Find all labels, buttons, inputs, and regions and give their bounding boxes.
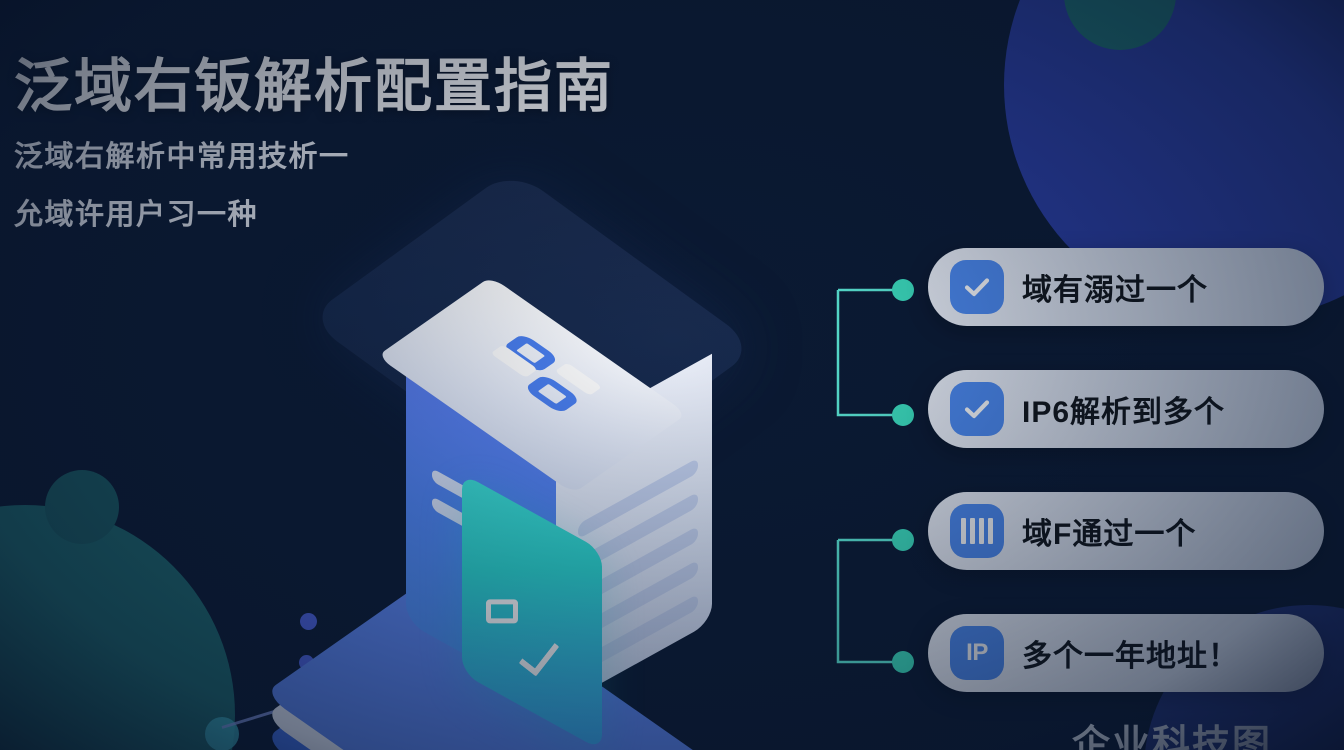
check-icon — [950, 382, 1004, 436]
check-mark-icon — [518, 633, 560, 677]
feature-card-2[interactable]: IP6解析到多个 — [928, 370, 1324, 448]
feature-card-list: 域有溺过一个 IP6解析到多个 域F通过一个 IP 多个一年地址！ — [928, 248, 1324, 692]
server-illustration — [263, 168, 900, 750]
ip-icon: IP — [950, 626, 1004, 680]
feature-card-4[interactable]: IP 多个一年地址！ — [928, 614, 1324, 692]
bars-icon — [950, 504, 1004, 558]
feature-card-1[interactable]: 域有溺过一个 — [928, 248, 1324, 326]
feature-card-1-label: 域有溺过一个 — [1022, 274, 1208, 307]
server-cube — [376, 267, 722, 750]
feature-card-3[interactable]: 域F通过一个 — [928, 492, 1324, 570]
subtitle-line-1: 泛域右解析中常用技析一 — [14, 140, 350, 173]
feature-card-4-label: 多个一年地址！ — [1022, 640, 1239, 673]
watermark-text: 企业科技图 — [1071, 724, 1272, 750]
decor-circle-bottom-left-large — [0, 505, 235, 750]
ip-icon-text: IP — [966, 639, 988, 666]
check-icon — [950, 260, 1004, 314]
feature-card-3-label: 域F通过一个 — [1022, 518, 1197, 551]
decor-circle-bottom-left-small — [45, 470, 119, 544]
feature-card-2-label: IP6解析到多个 — [1022, 396, 1226, 429]
page-title: 泛域右钣解析配置指南 — [14, 54, 615, 119]
stop-square-icon — [486, 599, 518, 624]
